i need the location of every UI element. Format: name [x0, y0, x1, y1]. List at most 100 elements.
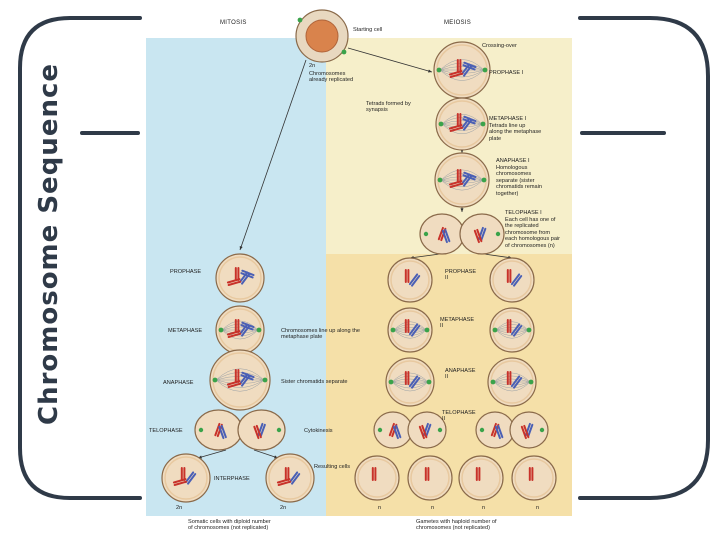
mitosis-daughter-cell-2	[265, 453, 315, 503]
gamete-ploidy-4: n	[536, 505, 540, 511]
chromosome	[240, 269, 255, 279]
frame-left-bracket	[18, 16, 142, 500]
gamete-ploidy-1: n	[378, 505, 382, 511]
chromosome	[475, 467, 481, 481]
chromosome	[424, 467, 430, 481]
chromosome	[462, 61, 477, 71]
arrow-to-mitosis	[239, 59, 307, 251]
metaphase-1-desc: Tetrads line up along the metaphase plat…	[489, 123, 542, 142]
centrosome	[426, 379, 432, 385]
mitosis-prophase-cell	[215, 253, 265, 303]
chromosome	[284, 467, 290, 481]
tetrads-note: Tetrads formed by synapsis	[366, 101, 411, 114]
centrosome	[480, 121, 486, 127]
cytokinesis-note: Cytokinesis	[304, 428, 333, 434]
chromosome	[180, 467, 186, 481]
chromosome	[456, 59, 462, 73]
chromosome	[506, 319, 512, 333]
chromosome	[510, 273, 523, 287]
chromosome	[441, 228, 451, 244]
anaphase-1-label: ANAPHASE I	[496, 158, 530, 164]
mitosis-anaphase-label: ANAPHASE	[163, 380, 194, 386]
gamete-cell-2	[407, 455, 453, 501]
centrosome	[424, 327, 430, 333]
mitosis-telophase-cell	[194, 409, 286, 451]
gamete-cell-4	[511, 455, 557, 501]
chromosome	[448, 124, 464, 132]
resulting-cells-note: Resulting cells	[314, 464, 351, 470]
mitosis-metaphase-cell	[215, 305, 265, 355]
mitosis-header: MITOSIS	[220, 20, 247, 26]
telophase-2-label: TELOPHASE II	[442, 410, 476, 423]
arrow-m1-3	[460, 207, 464, 212]
chromosome	[371, 467, 377, 481]
metaphase-2-label: METAPHASE II	[440, 317, 475, 330]
chromosome	[456, 113, 462, 127]
frame-right-bracket	[578, 16, 710, 500]
anaphase-note: Sister chromatids separate	[281, 379, 348, 385]
chromosome	[408, 323, 421, 337]
starting-ploidy-label: 2n	[309, 63, 316, 69]
chromosome	[506, 371, 512, 385]
meiosis-caption: Gametes with haploid number of chromosom…	[416, 519, 497, 532]
chromosome	[448, 180, 464, 188]
meiosis2-telophase-cell-2	[475, 411, 549, 449]
centrosome	[437, 177, 443, 183]
chromosome	[234, 267, 240, 281]
chromosome	[234, 319, 240, 333]
chromosome	[404, 319, 410, 333]
chromosome	[240, 371, 255, 381]
chromosome	[418, 424, 428, 440]
chromosome	[408, 273, 421, 287]
chromosome	[448, 70, 464, 78]
mitosis-ploidy-left: 2n	[176, 505, 183, 511]
gamete-cell-1	[354, 455, 400, 501]
telophase-1-label: TELOPHASE I	[505, 210, 542, 216]
prophase-2-label: PROPHASE II	[445, 269, 477, 282]
chromosome	[226, 278, 242, 286]
figure-artwork	[146, 9, 572, 516]
centrosome	[490, 379, 496, 385]
chromosome	[408, 375, 421, 389]
mitosis-caption: Somatic cells with diploid number of chr…	[188, 519, 271, 532]
chromosome	[462, 115, 477, 125]
replicated-note: Chromosomes already replicated	[309, 71, 354, 84]
meiosis2-telophase-cell-1	[373, 411, 447, 449]
mitosis-interphase-label: INTERPHASE	[214, 476, 250, 482]
centrosome	[482, 67, 488, 73]
mitosis-prophase-label: PROPHASE	[170, 269, 202, 275]
gamete-ploidy-2: n	[431, 505, 435, 511]
anaphase-2-label: ANAPHASE II	[445, 368, 476, 381]
chromosome	[288, 471, 301, 485]
chromosome	[392, 424, 402, 440]
chromosome	[494, 424, 504, 440]
cells-layer	[161, 9, 557, 503]
meiosis2-metaphase-cell-2	[489, 307, 535, 353]
mitosis-ploidy-right: 2n	[280, 505, 287, 511]
centrosome	[212, 377, 218, 383]
meiosis-header: MEIOSIS	[444, 20, 472, 26]
meiosis2-prophase-cell-1	[387, 257, 433, 303]
chromosome	[506, 269, 512, 283]
crossing-over-label: Crossing-over	[482, 43, 517, 49]
prophase-1-label: PROPHASE I	[489, 70, 524, 76]
centrosome	[438, 121, 444, 127]
meiosis1-telophase-cell	[419, 213, 505, 255]
chromosome	[253, 424, 262, 440]
mitosis-telophase-label: TELOPHASE	[149, 428, 183, 434]
chromosome	[240, 321, 255, 331]
chromosome	[218, 424, 227, 440]
centrosome	[526, 327, 532, 333]
centrosome	[390, 327, 396, 333]
centrosome	[262, 377, 268, 383]
metaphase-1-label: METAPHASE I	[489, 116, 527, 122]
chromosome	[462, 171, 477, 181]
arrow-to-meiosis	[347, 47, 433, 73]
centrosome	[256, 327, 262, 333]
mitosis-anaphase-cell	[209, 349, 271, 411]
frame-lines	[18, 16, 710, 500]
meiosis2-prophase-cell-2	[489, 257, 535, 303]
meiosis2-anaphase-cell-1	[385, 357, 435, 407]
anaphase-1-desc: Homologous chromosomes separate (sister …	[496, 165, 543, 197]
arrows-layer	[197, 47, 513, 459]
